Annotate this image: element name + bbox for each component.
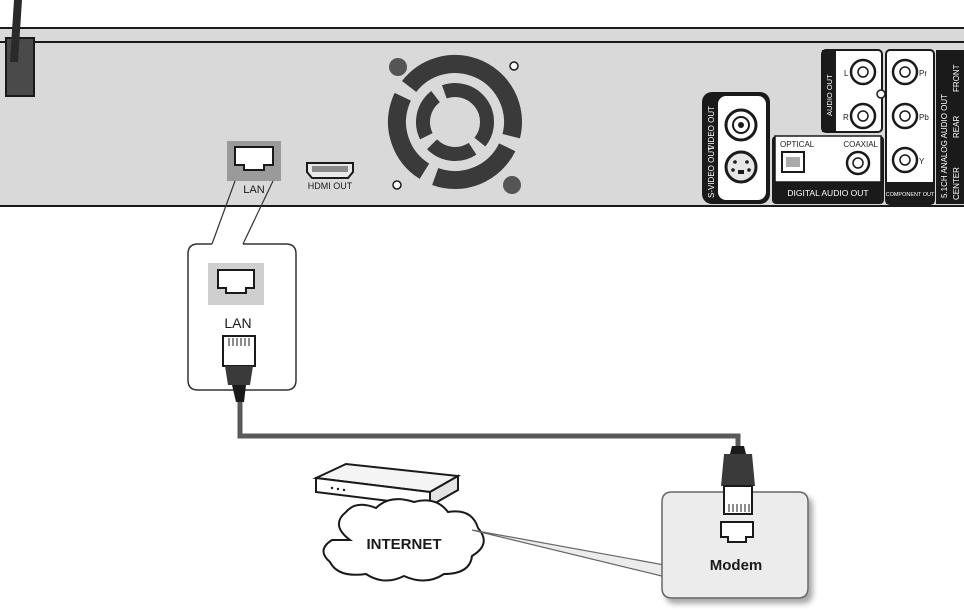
panel-lan-port: LAN	[227, 141, 281, 196]
svideo-out-label: S-VIDEO OUT	[707, 146, 716, 198]
internet-label: INTERNET	[367, 536, 442, 553]
analog-audio-block: AUDIO OUT L R	[821, 49, 886, 133]
digital-audio-block: OPTICAL COAXIAL DIGITAL AUDIO OUT	[772, 135, 884, 204]
modem-label: Modem	[710, 557, 763, 574]
cooling-fan	[388, 55, 522, 194]
digital-audio-out-label: DIGITAL AUDIO OUT	[787, 188, 868, 198]
optical-label: OPTICAL	[780, 140, 815, 149]
audio-l-label: L	[844, 69, 849, 78]
component-pb-label: Pb	[919, 113, 929, 122]
modem-pointer	[471, 529, 671, 579]
rear-label: REAR	[952, 116, 961, 138]
router-device	[312, 462, 462, 508]
video-out-label: VIDEO OUT	[707, 106, 716, 150]
coaxial-label: COAXIAL	[843, 140, 878, 149]
front-label: FRONT	[952, 64, 961, 92]
panel-hdmi-label: HDMI OUT	[308, 181, 353, 191]
center-label: CENTER	[952, 167, 961, 200]
lan-cable-plug-player	[222, 335, 256, 402]
panel-hdmi-port: HDMI OUT	[306, 162, 354, 191]
lan-cable-plug-modem	[721, 446, 755, 515]
lan-cable	[237, 400, 741, 446]
panel-lan-label: LAN	[243, 184, 264, 196]
component-pr-label: Pr	[919, 69, 927, 78]
component-y-label: Y	[919, 157, 925, 166]
component-out-block: Pr Pb Y COMPONENT OUT	[885, 49, 935, 205]
internet-cloud: INTERNET	[322, 498, 485, 582]
callout-lan-label: LAN	[224, 315, 251, 331]
analog-51-label: 5.1CH ANALOG AUDIO OUT	[940, 94, 949, 198]
audio-out-label: AUDIO OUT	[825, 74, 834, 116]
analog-51ch-block: 5.1CH ANALOG AUDIO OUT FRONT REAR CENTER	[936, 50, 964, 204]
lan-callout: LAN	[187, 180, 297, 391]
component-out-label: COMPONENT OUT	[886, 192, 935, 198]
rear-panel: LAN HDMI OUT VIDEO OUT S-VIDEO OUT	[0, 0, 964, 207]
power-cord	[5, 0, 35, 97]
audio-r-label: R	[843, 113, 849, 122]
modem-box: Modem	[661, 491, 809, 599]
video-output-block: VIDEO OUT S-VIDEO OUT	[702, 92, 770, 204]
svideo-out-jack	[724, 150, 758, 184]
